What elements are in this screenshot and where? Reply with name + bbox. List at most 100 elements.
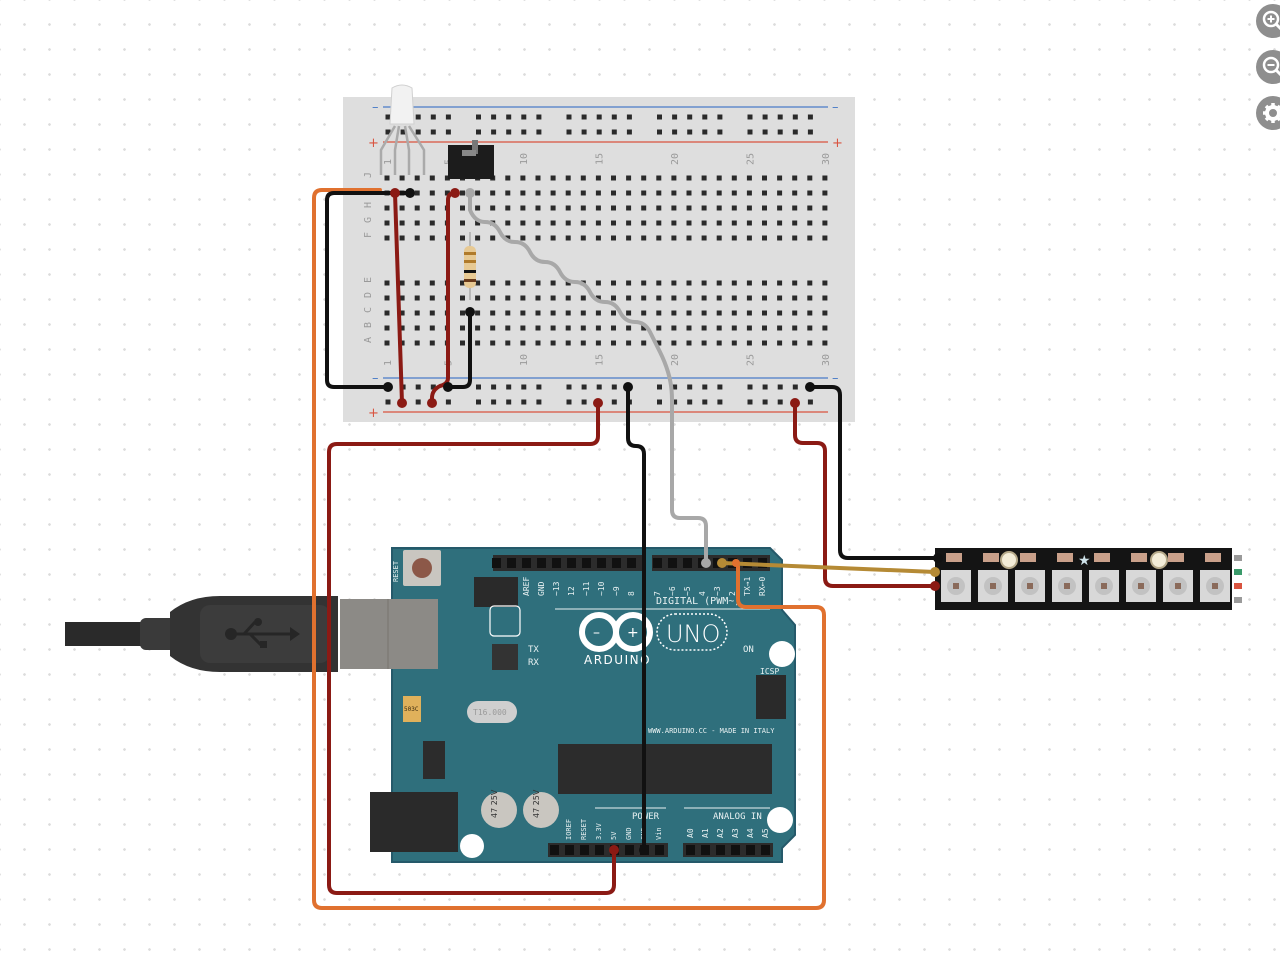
breadboard-hole[interactable] (822, 340, 828, 346)
breadboard-hole[interactable] (490, 190, 496, 196)
rail-hole[interactable] (521, 384, 527, 390)
breadboard-hole[interactable] (565, 310, 571, 316)
wire-black-strip-gnd[interactable] (808, 385, 940, 560)
breadboard-hole[interactable] (384, 205, 390, 211)
breadboard-hole[interactable] (762, 295, 767, 301)
resistor[interactable] (464, 232, 476, 300)
breadboard-hole[interactable] (701, 220, 707, 226)
rail-hole[interactable] (536, 129, 542, 135)
rail-hole[interactable] (566, 129, 572, 135)
breadboard-hole[interactable] (671, 235, 677, 241)
breadboard-hole[interactable] (611, 220, 616, 226)
breadboard-hole[interactable] (701, 190, 707, 196)
reset-button-cap[interactable] (412, 558, 432, 578)
breadboard-hole[interactable] (626, 220, 632, 226)
breadboard-hole[interactable] (595, 310, 601, 316)
breadboard-hole[interactable] (656, 235, 662, 241)
breadboard-hole[interactable] (701, 325, 707, 331)
rail-hole[interactable] (566, 399, 572, 405)
breadboard-hole[interactable] (792, 205, 798, 211)
rail-hole[interactable] (702, 399, 708, 405)
breadboard-hole[interactable] (550, 325, 556, 331)
breadboard-hole[interactable] (746, 205, 752, 211)
header-pin[interactable] (627, 558, 636, 568)
rail-hole[interactable] (611, 399, 617, 405)
rail-hole[interactable] (581, 114, 587, 120)
breadboard-hole[interactable] (475, 220, 481, 226)
breadboard-hole[interactable] (505, 295, 511, 301)
rail-hole[interactable] (657, 384, 662, 390)
breadboard-hole[interactable] (641, 205, 647, 211)
breadboard-hole[interactable] (429, 325, 435, 331)
breadboard-hole[interactable] (611, 280, 616, 286)
rail-hole[interactable] (657, 114, 662, 120)
breadboard-hole[interactable] (535, 205, 541, 211)
breadboard-hole[interactable] (626, 340, 632, 346)
header-pin[interactable] (625, 845, 634, 855)
breadboard-hole[interactable] (686, 235, 692, 241)
breadboard-hole[interactable] (762, 340, 767, 346)
rail-hole[interactable] (702, 114, 708, 120)
breadboard-hole[interactable] (429, 295, 435, 301)
breadboard-hole[interactable] (611, 175, 616, 181)
breadboard-hole[interactable] (550, 175, 556, 181)
header-pin[interactable] (716, 845, 725, 855)
breadboard-hole[interactable] (399, 340, 405, 346)
breadboard-hole[interactable] (656, 340, 662, 346)
breadboard-hole[interactable] (716, 295, 722, 301)
breadboard-hole[interactable] (399, 280, 405, 286)
breadboard-hole[interactable] (701, 205, 707, 211)
breadboard-hole[interactable] (641, 175, 647, 181)
wire-black-led-gnd[interactable] (325, 191, 412, 389)
breadboard-hole[interactable] (656, 280, 662, 286)
breadboard-hole[interactable] (807, 190, 813, 196)
breadboard-hole[interactable] (731, 220, 737, 226)
rail-hole[interactable] (777, 129, 783, 135)
breadboard-hole[interactable] (565, 280, 571, 286)
header-pin[interactable] (655, 845, 664, 855)
breadboard-hole[interactable] (550, 280, 556, 286)
breadboard-hole[interactable] (611, 235, 616, 241)
breadboard-hole[interactable] (475, 310, 481, 316)
header-pin[interactable] (701, 845, 710, 855)
breadboard-hole[interactable] (686, 220, 692, 226)
breadboard-hole[interactable] (641, 280, 647, 286)
rail-hole[interactable] (762, 399, 768, 405)
breadboard-hole[interactable] (686, 175, 692, 181)
breadboard-hole[interactable] (505, 340, 511, 346)
wire-orange-loop[interactable] (312, 188, 826, 910)
breadboard-hole[interactable] (429, 190, 435, 196)
header-pin[interactable] (595, 845, 604, 855)
breadboard-hole[interactable] (595, 340, 601, 346)
rail-hole[interactable] (702, 384, 708, 390)
breadboard-hole[interactable] (807, 310, 813, 316)
breadboard-hole[interactable] (731, 235, 737, 241)
breadboard-hole[interactable] (716, 220, 722, 226)
breadboard-hole[interactable] (656, 175, 662, 181)
breadboard-hole[interactable] (490, 235, 496, 241)
breadboard-hole[interactable] (505, 325, 511, 331)
breadboard-hole[interactable] (701, 310, 707, 316)
rail-hole[interactable] (430, 384, 436, 390)
breadboard-hole[interactable] (505, 190, 511, 196)
rail-hole[interactable] (581, 384, 587, 390)
breadboard-hole[interactable] (414, 220, 420, 226)
rail-hole[interactable] (596, 129, 602, 135)
rail-hole[interactable] (611, 114, 617, 120)
breadboard-hole[interactable] (565, 325, 571, 331)
rail-hole[interactable] (672, 384, 678, 390)
rail-hole[interactable] (521, 399, 527, 405)
breadboard-hole[interactable] (550, 190, 556, 196)
breadboard-hole[interactable] (626, 295, 632, 301)
breadboard-hole[interactable] (475, 280, 481, 286)
breadboard-hole[interactable] (414, 295, 420, 301)
rail-hole[interactable] (687, 114, 693, 120)
breadboard-hole[interactable] (535, 295, 541, 301)
breadboard-hole[interactable] (505, 205, 511, 211)
rail-hole[interactable] (476, 129, 481, 135)
breadboard-hole[interactable] (535, 310, 541, 316)
header-pin[interactable] (580, 845, 589, 855)
breadboard-hole[interactable] (611, 190, 616, 196)
breadboard-hole[interactable] (414, 325, 420, 331)
zoom-out-button[interactable] (1256, 50, 1280, 84)
